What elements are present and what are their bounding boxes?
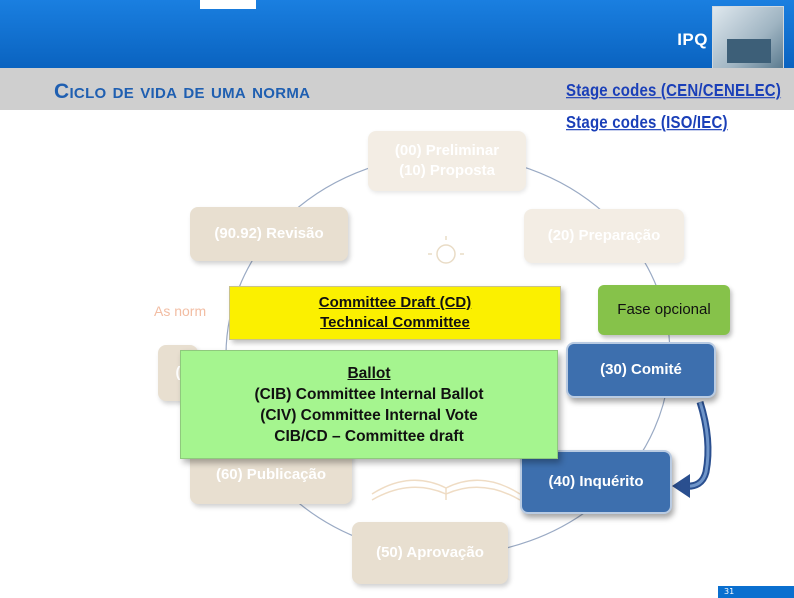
photo-plaque [727,39,771,63]
ballot-line-cib: (CIB) Committee Internal Ballot [254,385,484,403]
node-proposta-label: (10) Proposta [399,162,495,179]
stage-codes-iso-link[interactable]: Stage codes (ISO/IEC) [566,113,728,133]
optional-phase-badge: Fase opcional [598,285,730,335]
decorative-bulb-icon [428,236,464,264]
arrow-head-icon [672,474,690,498]
node-preliminar-label: (00) Preliminar [394,142,500,159]
ballot-line-cibcd: CIB/CD – Committee draft [274,427,464,445]
stage-codes-cen-link[interactable]: Stage codes (CEN/CENELEC) [566,81,782,101]
arrow-highlight [683,401,710,488]
ipq-logo: IPQ [677,30,708,49]
background-text: As norm [154,303,207,319]
node-inquerito[interactable]: (40) Inquérito [520,450,672,514]
ballot-callout: Ballot (CIB) Committee Internal Ballot (… [180,350,558,459]
corner-image [712,6,784,70]
committee-draft-callout: Committee Draft (CD) Technical Committee [229,286,561,340]
decorative-book-icon [371,479,521,501]
title-bar [0,68,794,110]
ballot-line-civ: (CIV) Committee Internal Vote [260,406,478,424]
page-number: 31 [718,586,794,598]
node-comite[interactable]: (30) Comité [566,342,716,398]
callout-line-cd: Committee Draft (CD) [318,294,472,311]
header-tab [200,0,256,9]
ballot-heading: Ballot [347,364,391,382]
node-preparacao[interactable]: (20) Preparação [524,209,684,263]
header-bar [0,0,794,68]
node-preliminar-proposta[interactable]: (00) Preliminar (10) Proposta [368,131,526,191]
callout-line-tc: Technical Committee [320,314,470,331]
node-revisao[interactable]: (90.92) Revisão [190,207,348,261]
node-aprovacao[interactable]: (50) Aprovação [352,522,508,584]
page-title: Ciclo de vida de uma norma [54,80,311,103]
